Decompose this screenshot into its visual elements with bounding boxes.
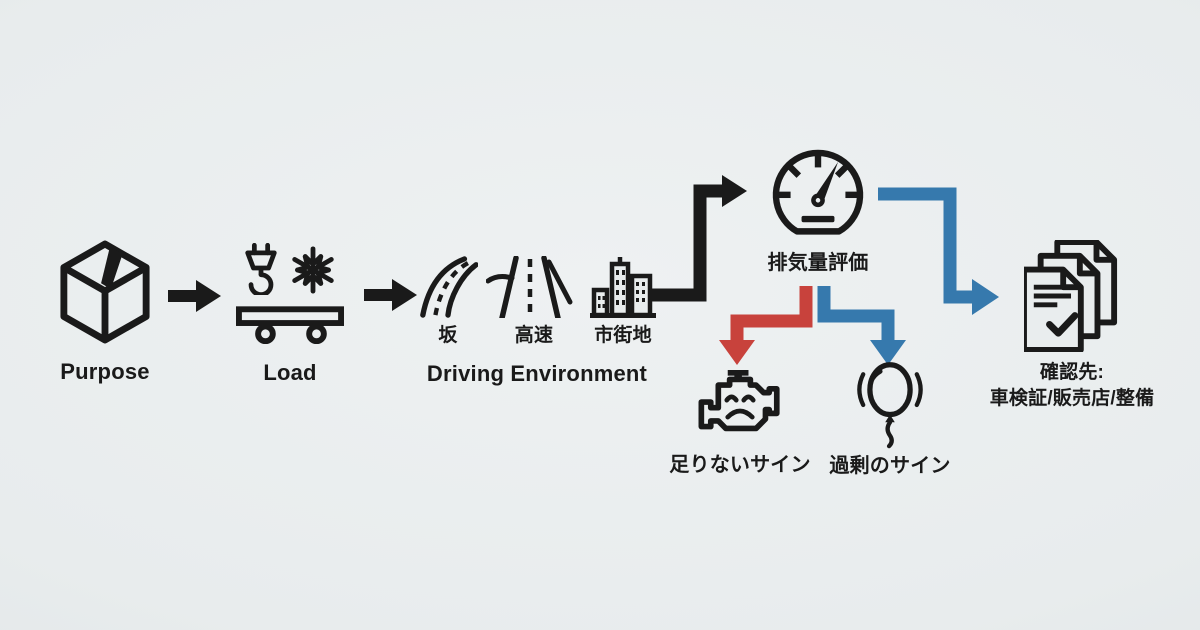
purpose-label: Purpose bbox=[60, 359, 150, 384]
insufficient-group: 足りないサイン bbox=[669, 370, 811, 478]
slope-label: 坂 bbox=[438, 325, 458, 346]
arrow-purpose-to-load bbox=[168, 280, 221, 312]
load-label: Load bbox=[263, 360, 317, 385]
arrow-load-to-environment bbox=[364, 279, 417, 311]
excess-label: 過剰のサイン bbox=[829, 455, 951, 477]
highway-label: 高速 bbox=[514, 325, 554, 346]
check-sources-label-line2: 車検証/販売店/整備 bbox=[989, 387, 1155, 409]
purpose-group: Purpose bbox=[40, 240, 170, 386]
highway-road-icon bbox=[486, 256, 573, 318]
evaluation-label: 排気量評価 bbox=[767, 252, 869, 274]
gauge-icon bbox=[772, 149, 864, 235]
engine-warning-icon bbox=[698, 370, 780, 432]
crane-hook-icon bbox=[245, 243, 277, 295]
load-group: Load bbox=[222, 243, 358, 387]
check-sources-group: 確認先: 車検証/販売店/整備 bbox=[990, 240, 1154, 411]
curved-road-icon bbox=[420, 256, 478, 318]
arrow-environment-to-gauge bbox=[652, 175, 747, 302]
flatbed-trailer-icon bbox=[236, 306, 344, 344]
documents-icon bbox=[1024, 240, 1118, 352]
balloon-icon bbox=[857, 362, 923, 449]
excess-group: 過剰のサイン bbox=[829, 359, 950, 479]
check-sources-label-line1: 確認先: bbox=[1039, 362, 1105, 383]
snowflake-icon bbox=[288, 246, 338, 294]
arrow-gauge-to-documents bbox=[878, 187, 999, 315]
driving-environment-label: Driving Environment bbox=[426, 360, 648, 386]
city-buildings-icon bbox=[590, 257, 656, 318]
package-box-icon bbox=[60, 240, 150, 344]
evaluation-group: 排気量評価 bbox=[744, 143, 892, 276]
city-label: 市街地 bbox=[594, 325, 652, 346]
driving-environment-group: 坂 高速 bbox=[415, 256, 659, 387]
arrow-gauge-to-insufficient bbox=[719, 286, 813, 365]
arrow-gauge-to-excess bbox=[817, 286, 906, 365]
insufficient-label: 足りないサイン bbox=[669, 454, 811, 476]
